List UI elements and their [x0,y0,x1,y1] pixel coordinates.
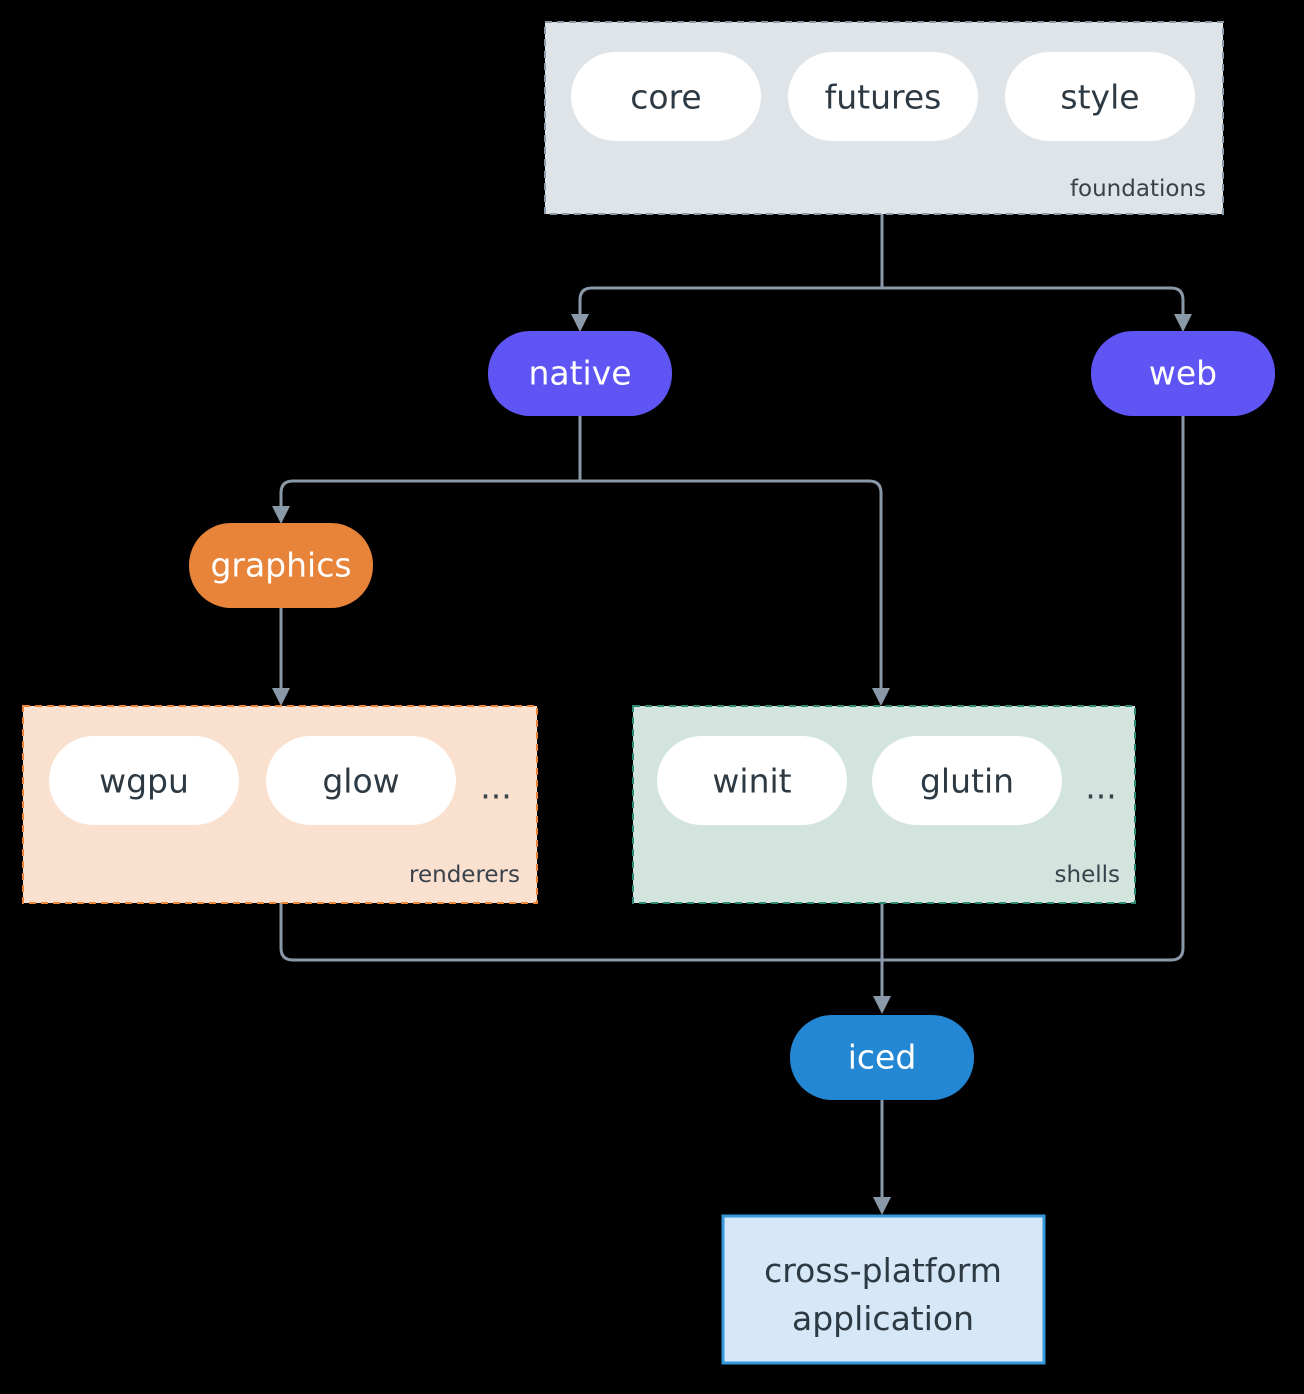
pill-core-label: core [630,78,701,117]
group-foundations-label: foundations [1070,176,1206,202]
renderers-more-ellipsis: ... [480,768,511,807]
node-web[interactable]: web [1091,331,1275,416]
arrowhead-iced [873,996,891,1014]
pill-futures[interactable]: futures [788,52,978,141]
pill-wgpu-label: wgpu [99,762,189,801]
pill-style-label: style [1060,78,1139,117]
edge-layer [272,214,1192,1215]
pill-glow[interactable]: glow [266,736,456,825]
pill-core-shape [571,52,761,141]
pill-winit[interactable]: winit [657,736,847,825]
node-graphics[interactable]: graphics [189,523,373,608]
application-box-line1: cross-platform [764,1251,1002,1290]
pill-wgpu[interactable]: wgpu [49,736,239,825]
node-native-shape [488,331,672,416]
arrowhead-renderers [272,688,290,706]
group-renderers-label: renderers [409,862,520,888]
pill-glutin-shape [872,736,1062,825]
node-web-label: web [1149,354,1217,393]
node-cross-platform-application[interactable]: cross-platform application [721,1214,1046,1365]
edge-foundations-to-web [882,286,1185,316]
pill-futures-shape [788,52,978,141]
node-graphics-shape [189,523,373,608]
pill-core[interactable]: core [571,52,761,141]
edge-web-to-merge [882,415,1185,962]
application-box-line2: application [792,1299,974,1338]
pill-glow-shape [266,736,456,825]
edge-renderers-to-merge [279,903,882,962]
node-graphics-label: graphics [210,546,351,585]
pill-style-shape [1005,52,1195,141]
arrowhead-application [873,1197,891,1215]
group-shells: winit glutin ... shells [632,705,1136,904]
pill-futures-label: futures [825,78,942,117]
group-shells-label: shells [1055,862,1120,888]
pill-glutin[interactable]: glutin [872,736,1062,825]
arrowhead-shells [872,688,890,706]
application-box-shape [721,1214,1046,1365]
pill-glow-label: glow [322,762,399,801]
group-foundations: core futures style foundations [544,21,1224,215]
group-renderers: wgpu glow ... renderers [22,705,538,904]
pill-style[interactable]: style [1005,52,1195,141]
arrowhead-web [1174,314,1192,332]
pill-glutin-label: glutin [920,762,1014,801]
node-native[interactable]: native [488,331,672,416]
arrowhead-graphics [272,506,290,524]
node-iced[interactable]: iced [790,1015,974,1100]
node-iced-label: iced [848,1038,917,1077]
edge-native-to-graphics [279,479,580,508]
shells-more-ellipsis: ... [1085,768,1116,807]
pill-winit-label: winit [712,762,791,801]
edge-native-to-shells [580,479,883,688]
pill-winit-shape [657,736,847,825]
node-iced-shape [790,1015,974,1100]
arrowhead-native [571,314,589,332]
node-web-shape [1091,331,1275,416]
pill-wgpu-shape [49,736,239,825]
edge-foundations-to-native [578,286,882,316]
node-native-label: native [528,354,631,393]
